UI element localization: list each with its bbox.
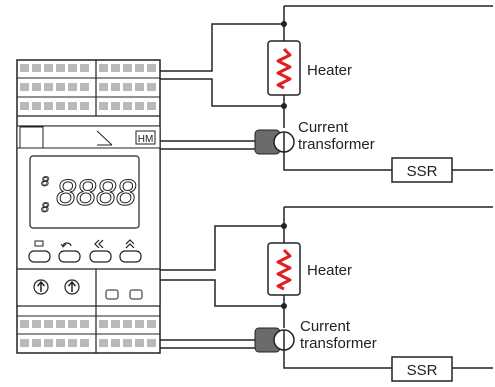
- ct-label-line2: transformer: [300, 335, 377, 352]
- shift-button[interactable]: [89, 250, 112, 263]
- latch-tab: [19, 126, 44, 149]
- up-arrow-circle-icon[interactable]: [33, 279, 49, 295]
- heater-label: Heater: [307, 262, 352, 279]
- ct-label-line1: Current: [298, 119, 349, 136]
- ssr-label: SSR: [407, 362, 438, 379]
- double-chevron-left-icon: [94, 239, 104, 249]
- ssr-2: SSR: [391, 356, 453, 382]
- small-button-right[interactable]: [129, 289, 143, 300]
- label-strip: [16, 125, 161, 149]
- junction-dots-loop-1: [281, 21, 287, 109]
- cycle-button[interactable]: [58, 250, 81, 263]
- up-arrow-circle-icon[interactable]: [64, 279, 80, 295]
- heater-label: Heater: [307, 62, 352, 79]
- wiring-loop-2: [160, 206, 493, 369]
- ssr-1: SSR: [391, 157, 453, 183]
- current-transformer-1: [254, 129, 295, 155]
- double-chevron-up-icon: [125, 239, 135, 249]
- mode-icon: [34, 240, 44, 247]
- model-badge-text: HM: [138, 134, 154, 145]
- cycle-arrow-icon: [60, 242, 72, 248]
- ssr-label: SSR: [407, 163, 438, 180]
- ct-label-line2: transformer: [298, 136, 375, 153]
- up-button[interactable]: [119, 250, 142, 263]
- mode-button[interactable]: [28, 250, 51, 263]
- heater-zigzag: [276, 248, 292, 291]
- top-terminal-block: [17, 64, 160, 117]
- heater-element: [267, 242, 301, 296]
- heater-2: [267, 242, 301, 296]
- small-digit-bottom: 8: [41, 199, 49, 215]
- heater-1: [267, 40, 301, 96]
- wiring-loop-1: [160, 5, 493, 171]
- bottom-terminal-block: [17, 315, 160, 347]
- led-display: [29, 155, 140, 229]
- model-badge: [135, 130, 156, 145]
- heater-zigzag: [276, 47, 292, 90]
- ct-label-line1: Current: [300, 318, 351, 335]
- current-transformer-2: [254, 327, 295, 353]
- main-digits: 8888: [56, 172, 136, 213]
- temperature-controller: HM 8 8 8888: [16, 59, 161, 354]
- junction-dots-loop-2: [281, 223, 287, 309]
- small-button-left[interactable]: [105, 289, 119, 300]
- heater-element: [267, 40, 301, 96]
- small-digit-top: 8: [41, 173, 49, 189]
